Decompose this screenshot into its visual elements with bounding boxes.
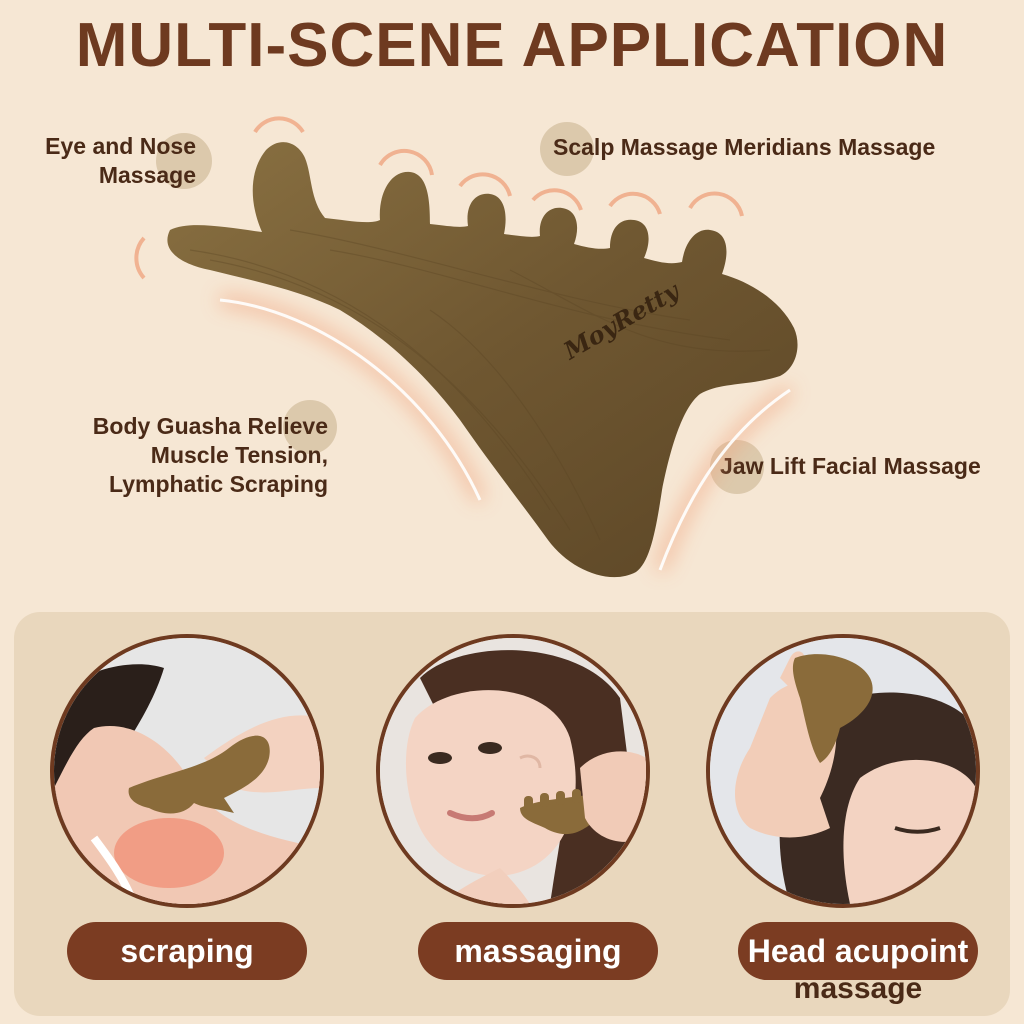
callout-body-line2: Muscle Tension,	[150, 442, 328, 468]
callout-eye-line1: Eye and Nose	[45, 133, 196, 159]
usage-label-head-acupoint-line2: massage	[793, 972, 923, 1005]
usage-photo-scraping	[50, 634, 324, 908]
usage-photo-massaging	[376, 634, 650, 908]
callout-eye-nose: Eye and Nose Massage	[45, 132, 196, 190]
callout-dot-eye	[156, 133, 212, 189]
callout-dot-scalp	[540, 122, 594, 176]
callout-jaw: Jaw Lift Facial Massage	[720, 453, 981, 479]
gua-sha-tool-illustration: MoyRetty	[134, 116, 798, 578]
callout-dot-body	[283, 400, 337, 454]
usage-label-head-acupoint: Head acupoint	[738, 922, 978, 980]
callout-dot-jaw	[710, 440, 764, 494]
massaging-scene-illustration	[380, 638, 646, 904]
page-title: MULTI-SCENE APPLICATION	[75, 11, 949, 80]
usage-photo-head-acupoint	[706, 634, 980, 908]
callout-scalp: Scalp Massage Meridians Massage	[553, 134, 936, 160]
head-acupoint-scene-illustration	[710, 638, 976, 904]
callout-body-line1: Body Guasha Relieve	[92, 413, 328, 439]
scraping-scene-illustration	[54, 638, 320, 904]
callout-body-line3: Lymphatic Scraping	[109, 471, 328, 497]
usage-label-massaging: massaging	[418, 922, 658, 980]
gua-sha-tool: MoyRetty	[130, 110, 830, 590]
callout-eye-line2: Massage	[98, 162, 196, 188]
usage-label-scraping: scraping	[67, 922, 307, 980]
callout-body: Body Guasha Relieve Muscle Tension, Lymp…	[93, 412, 328, 499]
